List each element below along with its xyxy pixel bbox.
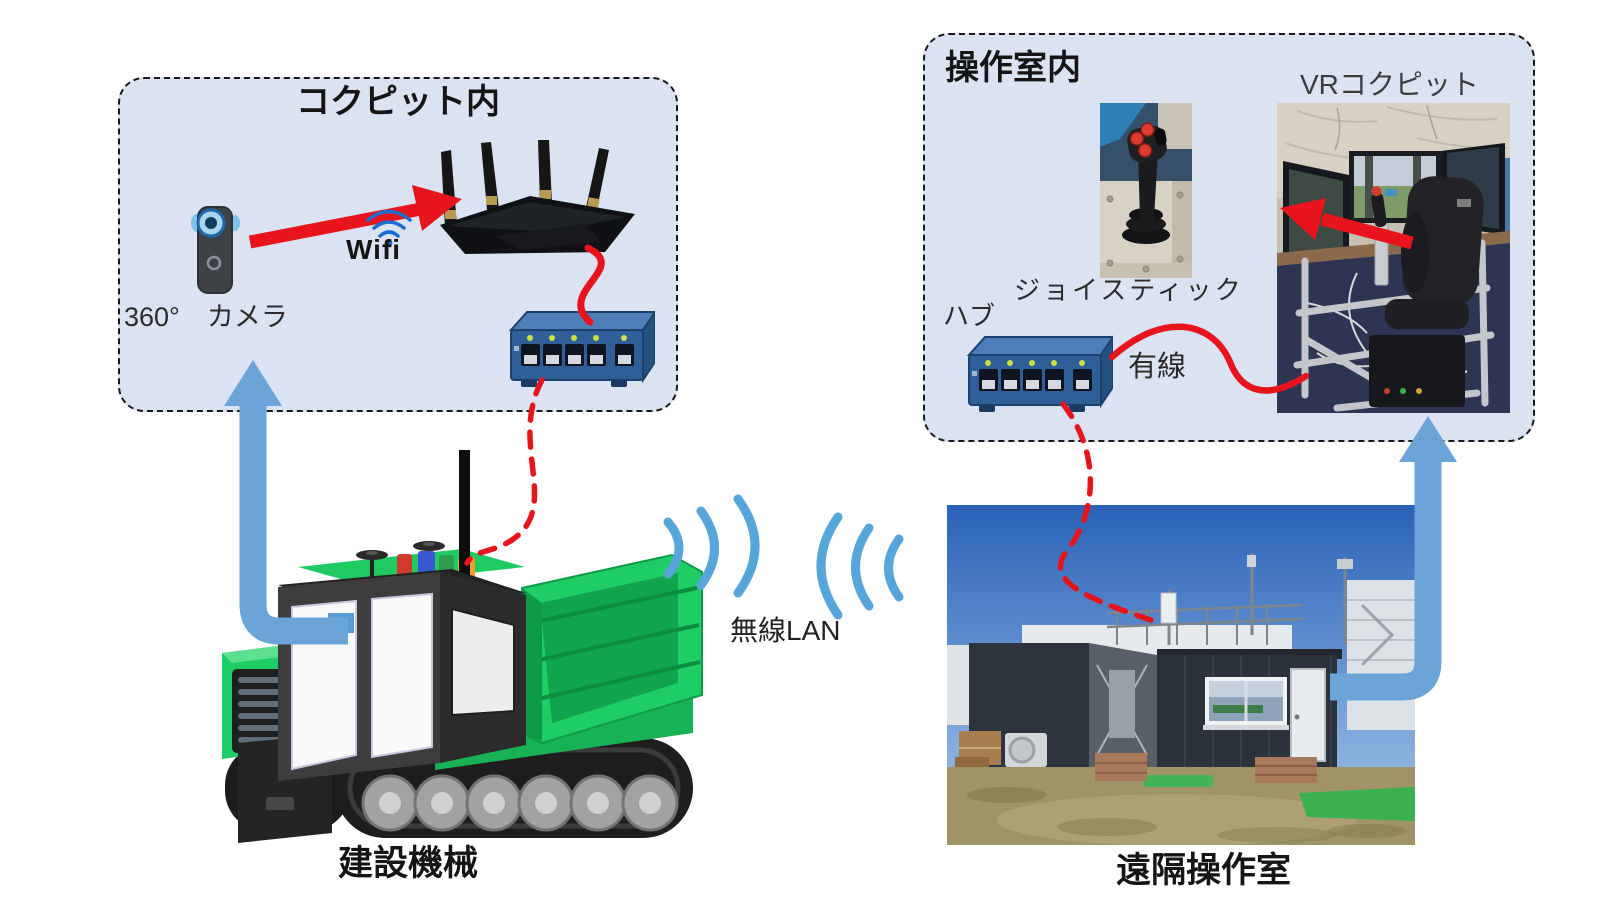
green-mat-center: [1143, 775, 1213, 787]
camera-label: 360° カメラ: [124, 302, 288, 332]
switch-ports: [521, 344, 634, 366]
hub-icon: [966, 335, 1113, 412]
vr-cockpit-label: VRコクピット: [1300, 69, 1479, 100]
roof-camera: [1337, 559, 1353, 569]
roof-wifi-antenna: [1160, 592, 1177, 624]
camera-shutter-button: [206, 255, 222, 271]
camera-360-icon: [191, 206, 240, 294]
wifi-router-icon: [440, 140, 635, 254]
machine-cab: [278, 569, 526, 781]
joystick-column: [1374, 222, 1389, 286]
front-window: [371, 592, 433, 759]
hub-label: ハブ: [943, 301, 996, 331]
side-window: [451, 607, 515, 717]
hub-leds: [985, 360, 1085, 366]
joystick-photo: [1100, 103, 1192, 278]
container-right: [1157, 649, 1342, 773]
equipment-box: [1369, 335, 1465, 407]
joystick-head: [1127, 122, 1167, 163]
joystick-label: ジョイスティック: [1014, 275, 1244, 305]
green-mat-right: [1299, 787, 1415, 821]
hub-ports: [979, 369, 1092, 391]
joystick-grip: [1138, 145, 1158, 224]
room-door: [1290, 668, 1326, 762]
network-switch-icon: [508, 310, 655, 387]
machine-antenna: [459, 450, 470, 580]
machine-label: 建設機械: [338, 844, 479, 883]
remote-room-label: 遠隔操作室: [1116, 851, 1292, 890]
vr-cockpit-photo: [1277, 103, 1510, 413]
construction-machine-icon: [222, 450, 703, 843]
cockpit-panel-title: コクピット内: [296, 83, 500, 121]
entrance-steps: [1095, 753, 1317, 783]
grass-field: [947, 767, 1415, 845]
base-screws: [1106, 191, 1184, 273]
switch-leds: [527, 335, 627, 341]
wireless-lan-label: 無線LAN: [730, 615, 841, 646]
dump-bed: [521, 553, 703, 745]
remote-room-photo: [947, 505, 1415, 845]
wireless-signal-right-icon: [816, 512, 904, 620]
operation-panel-title: 操作室内: [945, 49, 1081, 87]
wired-label: 有線: [1128, 351, 1187, 383]
wifi-label: Wifi: [346, 234, 402, 265]
